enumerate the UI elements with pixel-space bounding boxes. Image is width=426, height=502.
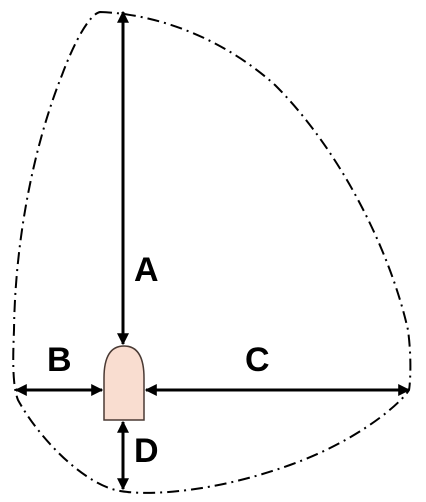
label-b: B — [47, 341, 72, 379]
label-d: D — [134, 432, 159, 470]
boundary-outline — [12, 11, 412, 494]
central-object — [103, 345, 145, 421]
label-a: A — [134, 251, 159, 289]
label-c: C — [245, 341, 270, 379]
